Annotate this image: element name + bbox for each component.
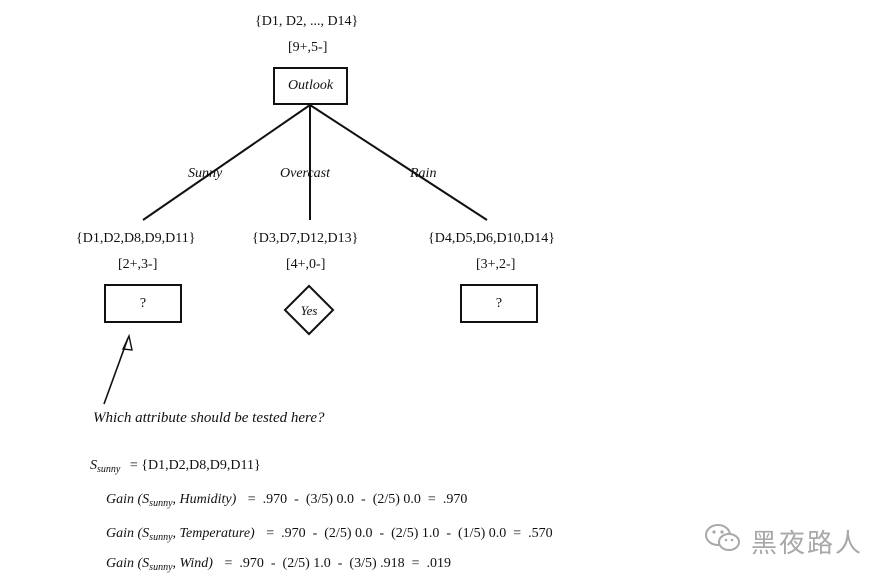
gain-temperature-expr: = .970 - (2/5) 0.0 - (2/5) 1.0 - (1/5) 0… (266, 526, 553, 541)
rain-leaf-label: ? (495, 295, 503, 311)
s-value: = {D1,D2,D8,D9,D11} (129, 458, 261, 473)
watermark-text: 黑夜路人 (750, 529, 863, 559)
root-node: Outlook (273, 67, 348, 105)
rain-counts: [3+,2-] (476, 257, 516, 272)
branch-label-rain: Rain (410, 166, 437, 181)
question-arrow (103, 337, 129, 405)
gain-wind-expr: = .970 - (2/5) 1.0 - (3/5) .918 = .019 (224, 556, 452, 571)
root-counts: [9+,5-] (288, 40, 328, 55)
gain-wind-attr: , Wind) (172, 556, 213, 571)
gain-temperature-sub: sunny (149, 532, 173, 543)
sunny-counts: [2+,3-] (118, 257, 158, 272)
gain-humidity-sub: sunny (149, 498, 173, 509)
s-subscript: sunny (97, 464, 121, 475)
watermark: 黑夜路人 (703, 522, 863, 561)
gain-temperature-prefix: Gain (S (106, 526, 150, 541)
question-arrowhead (121, 333, 133, 351)
gain-humidity-expr: = .970 - (3/5) 0.0 - (2/5) 0.0 = .970 (247, 492, 468, 507)
root-set: {D1, D2, ..., D14} (255, 14, 359, 29)
gain-temperature: Gain (Ssunny, Temperature) = .970 - (2/5… (106, 526, 553, 543)
sunny-set: {D1,D2,D8,D9,D11} (76, 231, 196, 246)
gain-humidity-prefix: Gain (S (106, 492, 150, 507)
gain-wind-sub: sunny (149, 562, 173, 573)
root-label: Outlook (287, 78, 334, 93)
s-symbol: S (90, 458, 97, 473)
s-sunny-definition: Ssunny = {D1,D2,D8,D9,D11} (90, 458, 261, 475)
branch-label-overcast: Overcast (280, 166, 331, 181)
gain-wind: Gain (Ssunny, Wind) = .970 - (2/5) 1.0 -… (106, 556, 451, 573)
wechat-icon (703, 522, 743, 561)
overcast-leaf-label: Yes (300, 303, 318, 318)
rain-leaf-node: ? (460, 284, 538, 323)
gain-wind-prefix: Gain (S (106, 556, 150, 571)
gain-humidity-attr: , Humidity) (172, 492, 237, 507)
sunny-leaf-node: ? (104, 284, 182, 323)
rain-set: {D4,D5,D6,D10,D14} (428, 231, 555, 246)
sunny-leaf-label: ? (139, 295, 147, 311)
gain-temperature-attr: , Temperature) (172, 526, 255, 541)
edge-rain (309, 104, 488, 221)
question-text: Which attribute should be tested here? (93, 410, 325, 426)
edge-sunny (142, 104, 311, 221)
overcast-counts: [4+,0-] (286, 257, 326, 272)
gain-humidity: Gain (Ssunny, Humidity) = .970 - (3/5) 0… (106, 492, 467, 509)
overcast-set: {D3,D7,D12,D13} (252, 231, 359, 246)
branch-label-sunny: Sunny (188, 166, 223, 181)
